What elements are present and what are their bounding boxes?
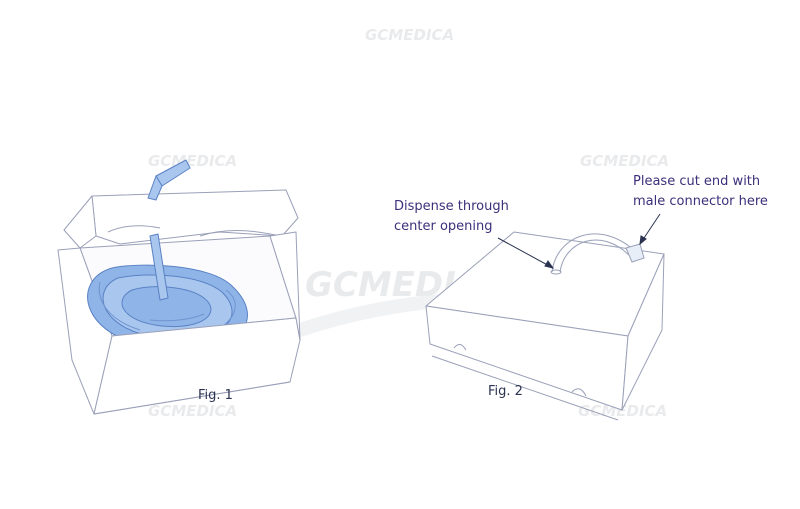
arrowhead bbox=[639, 235, 647, 246]
box-right-wall bbox=[269, 231, 301, 341]
open-box-with-tubing bbox=[57, 159, 301, 415]
watermark: GCMEDICA bbox=[148, 402, 237, 420]
tube-arc bbox=[551, 233, 637, 273]
box-notch bbox=[453, 344, 467, 351]
callout-cut-line-1: Please cut end with bbox=[633, 174, 761, 189]
callout-arrows bbox=[497, 213, 661, 269]
callout-dispense: Dispense through center opening bbox=[394, 197, 509, 237]
male-connector bbox=[625, 243, 645, 263]
callout-dispense-line-2: center opening bbox=[394, 219, 493, 234]
figure-label-1: Fig. 1 bbox=[198, 388, 233, 403]
box-lid-flap bbox=[63, 195, 97, 249]
callout-cut-line-2: male connector here bbox=[633, 194, 768, 209]
callout-dispense-line-1: Dispense through bbox=[394, 199, 509, 214]
watermark: GCMEDICA bbox=[365, 26, 454, 44]
arrowhead bbox=[544, 260, 555, 269]
center-opening bbox=[550, 269, 562, 275]
callout-cut: Please cut end with male connector here bbox=[633, 172, 768, 212]
tubing-end bbox=[149, 233, 169, 301]
watermark: GCMEDICA bbox=[580, 152, 669, 170]
box-right bbox=[621, 253, 665, 411]
box-notch bbox=[571, 388, 587, 397]
arrow-dispense bbox=[497, 237, 554, 269]
closed-box bbox=[425, 231, 665, 421]
watermark: GCMEDICA bbox=[578, 402, 667, 420]
watermark: GCMEDICA bbox=[148, 152, 237, 170]
figure-label-2: Fig. 2 bbox=[488, 384, 523, 399]
